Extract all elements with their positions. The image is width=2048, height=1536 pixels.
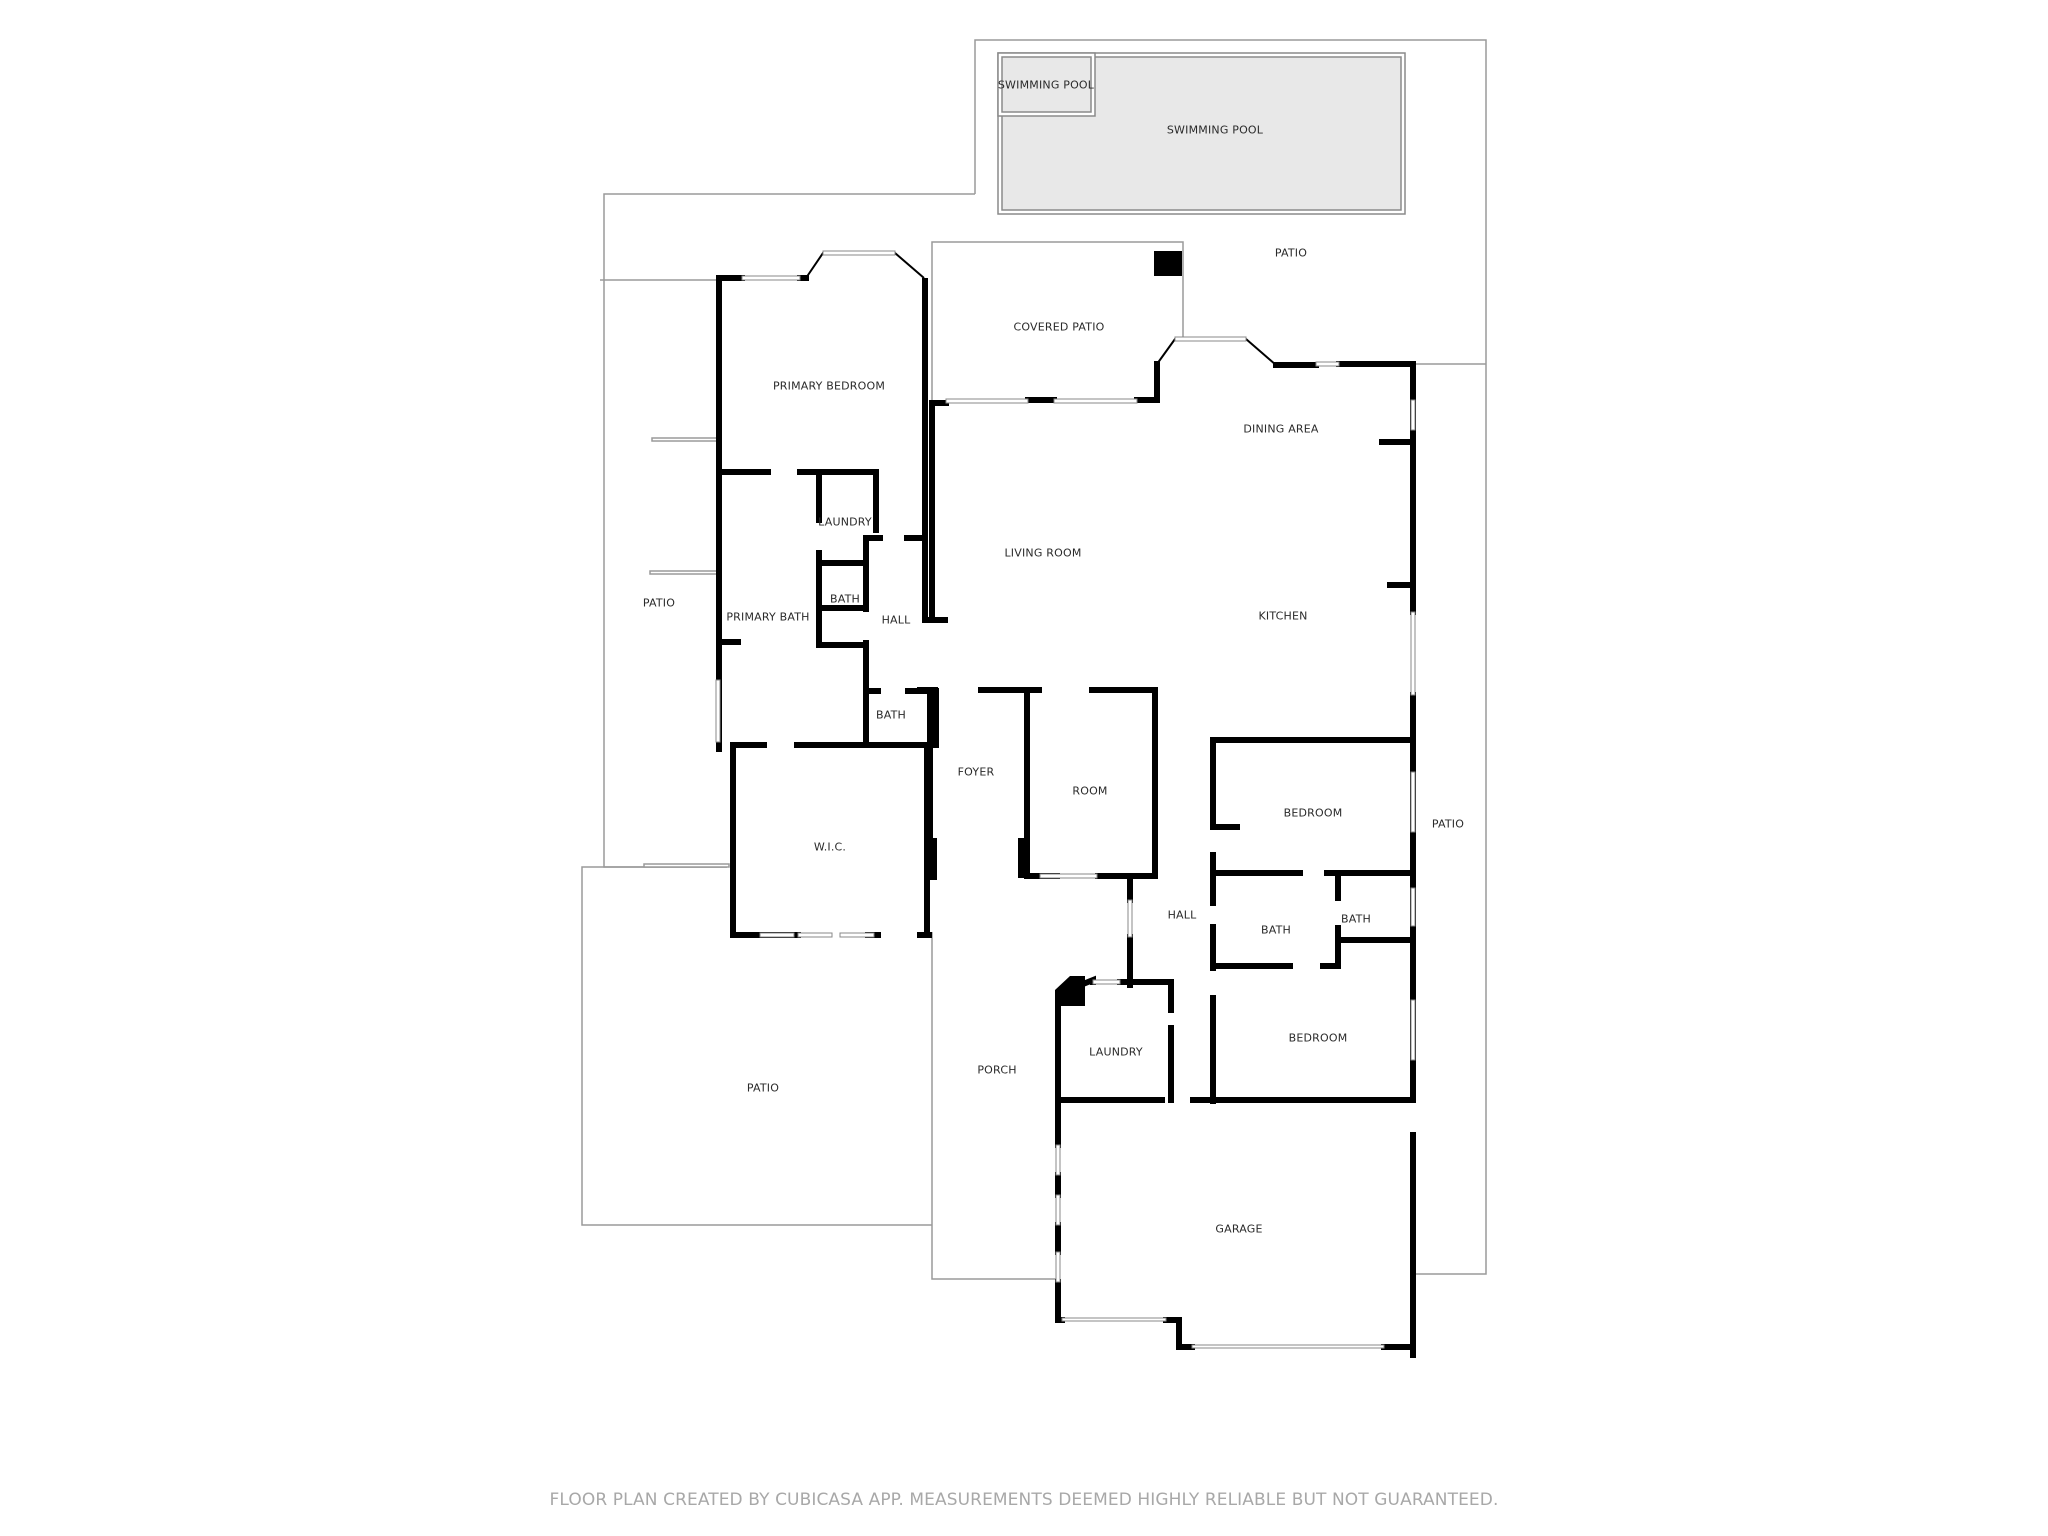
room-label-hall-east: HALL (1167, 908, 1197, 922)
room-label-bedroom-2: BEDROOM (1288, 1031, 1348, 1045)
room-label-primary-bath: PRIMARY BATH (726, 610, 810, 624)
bay-windows (805, 252, 1277, 366)
room-label-bath-small-2: BATH (875, 708, 907, 722)
room-label-laundry-primary: LAUNDRY (818, 515, 872, 529)
room-label-living-room: LIVING ROOM (1004, 546, 1082, 560)
room-label-bath-east-2: BATH (1340, 912, 1372, 926)
room-label-patio-east: PATIO (1431, 817, 1465, 831)
room-label-pool-main: SWIMMING POOL (1166, 123, 1264, 137)
room-label-patio-west: PATIO (642, 596, 676, 610)
room-label-bedroom-1: BEDROOM (1283, 806, 1343, 820)
room-label-wic: W.I.C. (813, 840, 847, 854)
room-label-bath-east-1: BATH (1260, 923, 1292, 937)
room-label-foyer: FOYER (957, 765, 995, 779)
room-label-patio-north: PATIO (1274, 246, 1308, 260)
room-label-bath-small-1: BATH (829, 592, 861, 606)
room-label-primary-bedroom: PRIMARY BEDROOM (772, 379, 886, 393)
room-label-pool-small: SWIMMING POOL (997, 78, 1095, 92)
room-label-porch: PORCH (977, 1063, 1017, 1077)
exterior-outlines (581, 39, 1487, 1280)
room-label-garage: GARAGE (1215, 1222, 1263, 1236)
room-label-room: ROOM (1072, 784, 1108, 798)
room-label-dining-area: DINING AREA (1243, 422, 1319, 436)
disclaimer-footer: FLOOR PLAN CREATED BY CUBICASA APP. MEAS… (549, 1490, 1499, 1510)
windows (715, 250, 1416, 1349)
room-label-patio-south: PATIO (746, 1081, 780, 1095)
room-label-hall-west: HALL (881, 613, 911, 627)
swimming-pool (997, 52, 1406, 215)
room-label-kitchen: KITCHEN (1258, 609, 1308, 623)
room-label-covered-patio: COVERED PATIO (1013, 320, 1105, 334)
room-label-laundry: LAUNDRY (1089, 1045, 1143, 1059)
wall-blocks (927, 251, 1182, 1006)
